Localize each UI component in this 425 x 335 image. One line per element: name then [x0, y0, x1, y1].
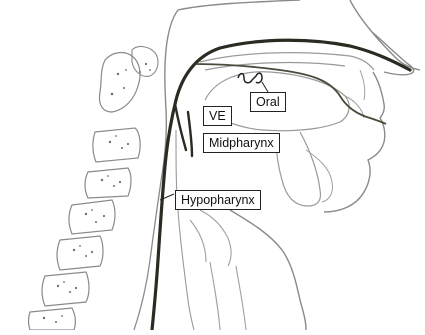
label-midpharynx: Midpharynx: [203, 133, 280, 153]
mandible-inner: [306, 150, 333, 202]
vertebra-c4: [69, 200, 115, 234]
occipital-bone-outline: [132, 47, 158, 77]
vertebra-c7: [29, 308, 76, 330]
hard-palate-outline: [200, 53, 374, 70]
trachea-outline: [210, 262, 246, 330]
vertebra-c2: [93, 128, 140, 162]
neck-front-outline: [230, 210, 306, 330]
cervical-spine: [29, 53, 141, 330]
vertebra-c1: [100, 53, 141, 112]
label-hypopharynx: Hypopharynx: [175, 190, 261, 210]
endoscope-line: [152, 40, 410, 330]
label-oral: Oral: [250, 92, 286, 112]
larynx-outline: [190, 210, 231, 266]
bone-speckle-texture: [43, 63, 151, 323]
oral-marker-scribble: [238, 73, 262, 83]
pharynx-wall-outline: [176, 130, 194, 330]
oral-leader-line: [262, 82, 268, 92]
vertebra-c6: [42, 272, 89, 306]
vertebra-c5: [57, 236, 103, 270]
endoscope-line-inner: [175, 104, 192, 156]
vertebra-c3: [85, 168, 131, 198]
mandible-outline: [276, 132, 321, 206]
label-ve: VE: [203, 106, 232, 126]
